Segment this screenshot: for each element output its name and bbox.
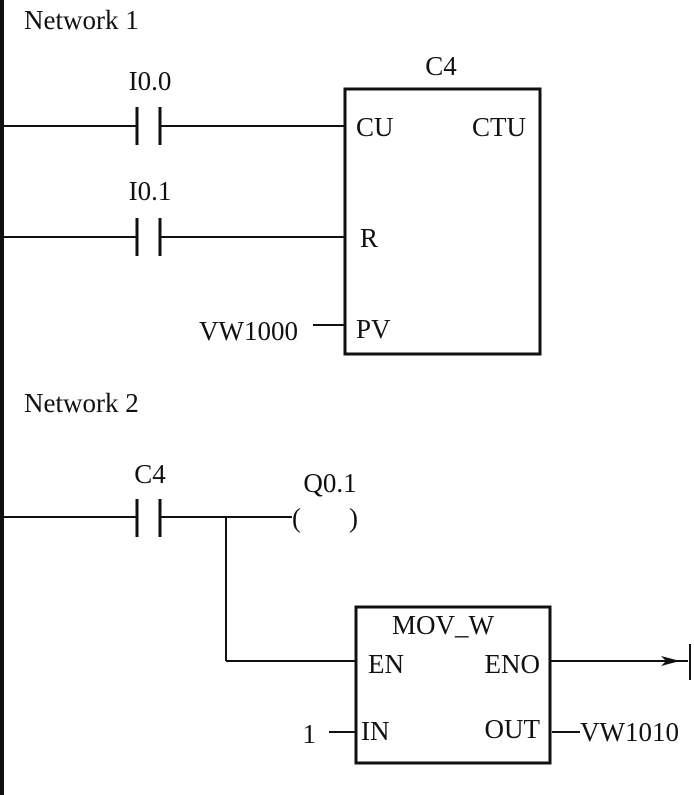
- counter-name: C4: [425, 51, 457, 81]
- network-2-title: Network 2: [24, 388, 139, 418]
- contact-c4[interactable]: C4: [2, 459, 292, 537]
- counter-block-c4[interactable]: C4 CU CTU R PV: [343, 51, 542, 356]
- counter-type: CTU: [472, 112, 526, 142]
- mov-type: MOV_W: [392, 610, 495, 640]
- contact-i0-0-label: I0.0: [129, 66, 172, 96]
- coil-paren-right: ): [349, 503, 358, 533]
- contact-i0-0[interactable]: I0.0: [2, 66, 345, 145]
- contact-c4-label: C4: [134, 459, 166, 489]
- output-out: OUT: [485, 714, 541, 744]
- network-2: Network 2 C4 Q0.1 ( ) MOV_W EN ENO IN OU…: [2, 388, 691, 765]
- input-in: IN: [361, 716, 390, 746]
- input-r: R: [360, 223, 378, 253]
- input-cu: CU: [356, 112, 394, 142]
- mov-w-block[interactable]: MOV_W EN ENO IN OUT: [354, 605, 552, 765]
- output-eno: ENO: [485, 649, 541, 679]
- counter-box: [343, 87, 542, 356]
- contact-i0-1-label: I0.1: [129, 176, 172, 206]
- mov-box: [354, 605, 552, 765]
- coil-q0-1[interactable]: Q0.1 ( ): [292, 468, 358, 533]
- arrow-icon: [661, 656, 680, 666]
- pv-operand: VW1000: [199, 316, 298, 346]
- input-en: EN: [368, 649, 404, 679]
- coil-label: Q0.1: [303, 468, 356, 498]
- coil-paren-left: (: [292, 503, 301, 533]
- network-1-title: Network 1: [24, 5, 139, 35]
- out-operand: VW1010: [580, 717, 679, 747]
- network-1: Network 1 I0.0 I0.1 VW1000 C4 CU CTU R: [2, 5, 542, 356]
- input-pv: PV: [356, 314, 391, 344]
- in-operand: 1: [303, 719, 317, 749]
- contact-i0-1[interactable]: I0.1: [2, 176, 345, 256]
